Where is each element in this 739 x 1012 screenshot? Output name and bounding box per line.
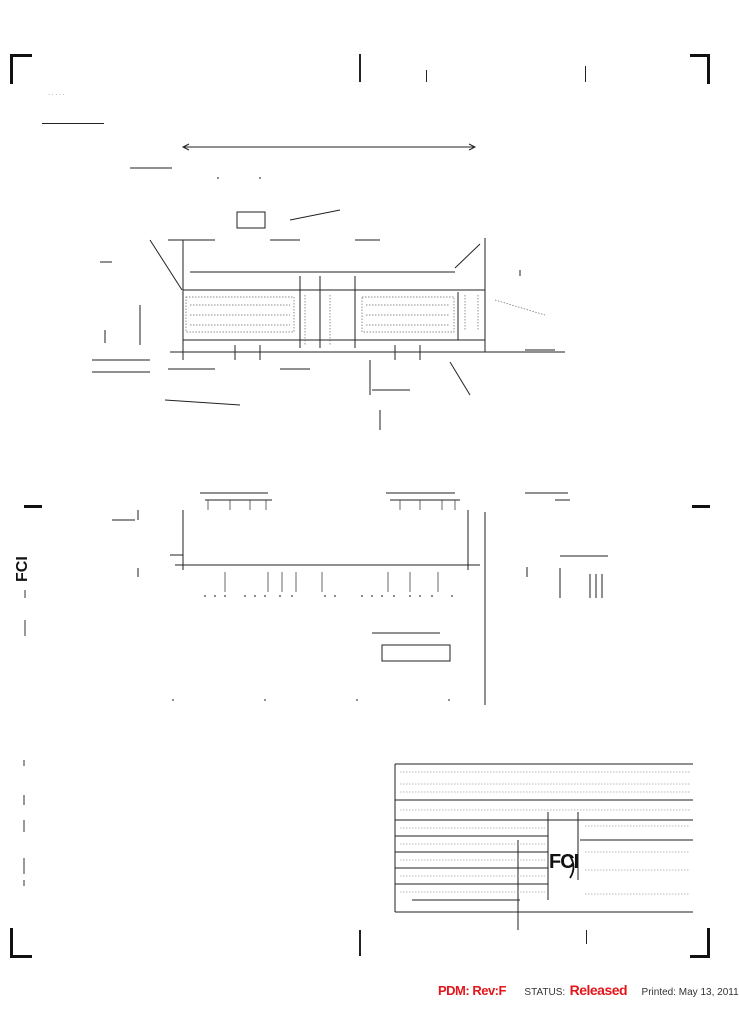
frame-corner-br-h [690, 955, 710, 958]
frame-corner-tr-v [707, 54, 710, 84]
frame-corner-bl-h [10, 955, 32, 958]
frame-corner-tl-h [10, 54, 32, 57]
frame-corner-tr-h [690, 54, 710, 57]
frame-corner-br-v [707, 928, 710, 958]
zone-tick-bottom-2 [586, 930, 587, 944]
zone-tick-top-1 [359, 54, 361, 82]
fci-logo-wave-icon [569, 855, 575, 879]
zone-tick-top-2 [426, 70, 427, 82]
printed-date: Printed: May 13, 2011 [641, 987, 739, 998]
zone-tick-bottom-1 [359, 930, 361, 956]
side-fci-logo-text: FCI [14, 556, 31, 582]
zone-tick-left-mid [24, 505, 42, 508]
pdm-revision: PDM: Rev:F [438, 983, 506, 998]
title-block-fci-logo-text: FCI [549, 851, 579, 873]
revision-note-underline [42, 123, 104, 124]
zone-tick-top-3 [585, 66, 586, 82]
zone-tick-right-mid [692, 505, 710, 508]
side-fci-logo: FCI [14, 542, 32, 582]
status-value: Released [569, 982, 628, 998]
frame-corner-tl-v [10, 54, 13, 84]
frame-corner-bl-v [10, 928, 13, 958]
revision-note-marks: · · · · · [48, 92, 65, 98]
status-label: STATUS: [524, 987, 566, 998]
document-status-footer: PDM: Rev:F STATUS: Released Printed: May… [438, 982, 739, 1002]
connector-front-view-drawing [23, 143, 693, 930]
title-block-fci-logo: FCI [549, 851, 579, 874]
